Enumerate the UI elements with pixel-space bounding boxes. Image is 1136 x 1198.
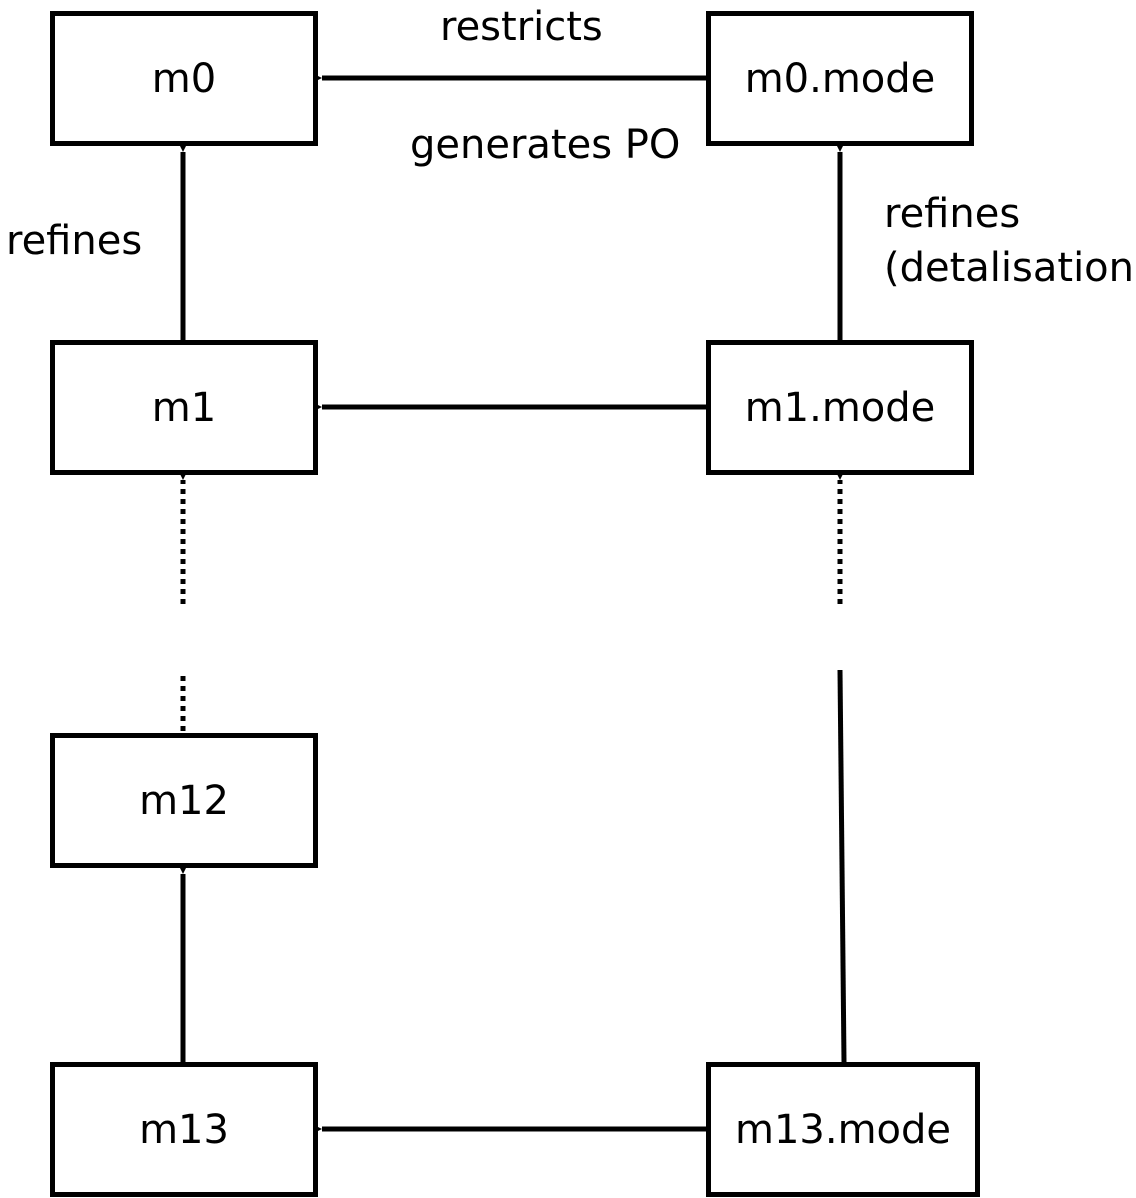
node-m0-mode-label: m0.mode (744, 55, 936, 102)
label-refines-right-line2: (detalisation) (884, 245, 1136, 291)
label-refines-right-line1: refines (884, 191, 1021, 237)
node-m12-label: m12 (139, 777, 229, 824)
node-m13: m13 (50, 1062, 318, 1197)
node-m1: m1 (50, 340, 318, 475)
node-m1-mode-label: m1.mode (744, 384, 936, 431)
label-refines-right: refines (detalisation) (884, 187, 1136, 295)
node-m12: m12 (50, 733, 318, 868)
node-m0-label: m0 (151, 55, 217, 102)
node-m0-mode: m0.mode (706, 11, 974, 146)
m13-mode-vertical-line (837, 669, 847, 1063)
label-generates-po: generates PO (410, 122, 681, 168)
node-m1-label: m1 (151, 384, 217, 431)
node-m13-mode: m13.mode (706, 1062, 980, 1197)
label-restricts: restricts (440, 4, 603, 50)
node-m13-label: m13 (139, 1106, 229, 1153)
node-m1-mode: m1.mode (706, 340, 974, 475)
label-refines-left: refines (6, 218, 143, 264)
node-m0: m0 (50, 11, 318, 146)
node-m13-mode-label: m13.mode (734, 1106, 951, 1153)
